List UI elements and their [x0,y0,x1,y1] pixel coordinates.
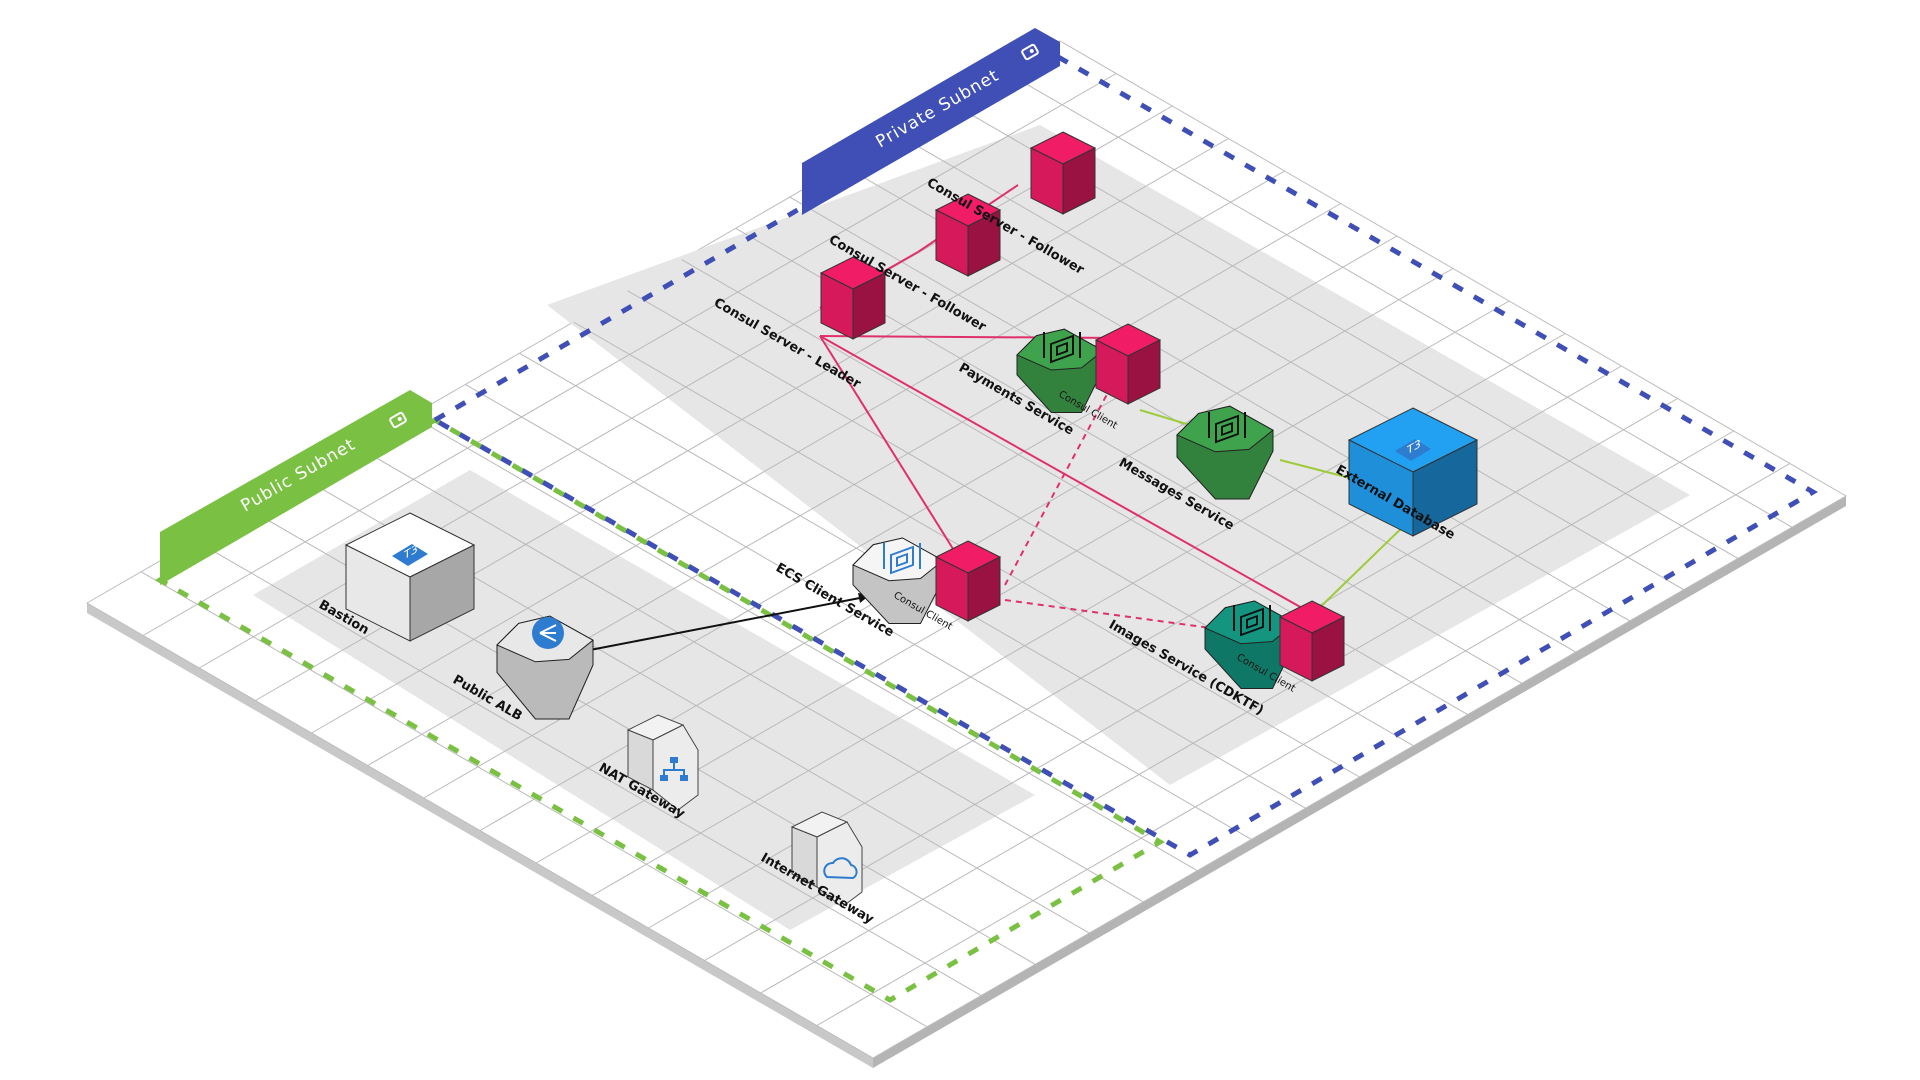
link-ecs-payments [1004,369,1121,586]
external-database-node [1347,407,1479,537]
link-leader-images [819,335,1319,618]
fargate-chip-icon [1208,412,1246,444]
lock-icon [1021,43,1039,61]
link-images-db [1309,519,1411,618]
consul-follower-1-cube [1029,131,1097,215]
network-tree-icon [660,757,688,781]
internet-gateway-node [790,811,863,908]
connections [589,184,1411,651]
images-consul-client-cube [1278,600,1346,682]
nat-gateway-node [626,714,699,811]
messages-service-node [1176,405,1274,500]
fargate-chip-icon [883,543,921,575]
link-alb-ecs [589,596,866,651]
consul-leader-cube [819,256,887,340]
consul-follower-2-cube [934,193,1002,277]
ecs-consul-client-cube [934,540,1002,622]
link-messages-db [1279,459,1351,479]
t3-badge: T3 [392,541,428,566]
payments-service-node [1016,328,1104,413]
payments-consul-client-cube [1094,323,1162,405]
cloud-icon [823,857,858,880]
public-alb-node [496,615,594,720]
link-leader-ecs [819,335,961,561]
bastion-node [344,512,476,642]
lock-icon [389,411,407,429]
fargate-chip-icon [1043,332,1081,364]
public-subnet-border [155,417,1165,1003]
fargate-chip-icon [1233,605,1271,637]
images-service-node [1204,600,1296,689]
t3-badge: T3 [1395,436,1431,461]
